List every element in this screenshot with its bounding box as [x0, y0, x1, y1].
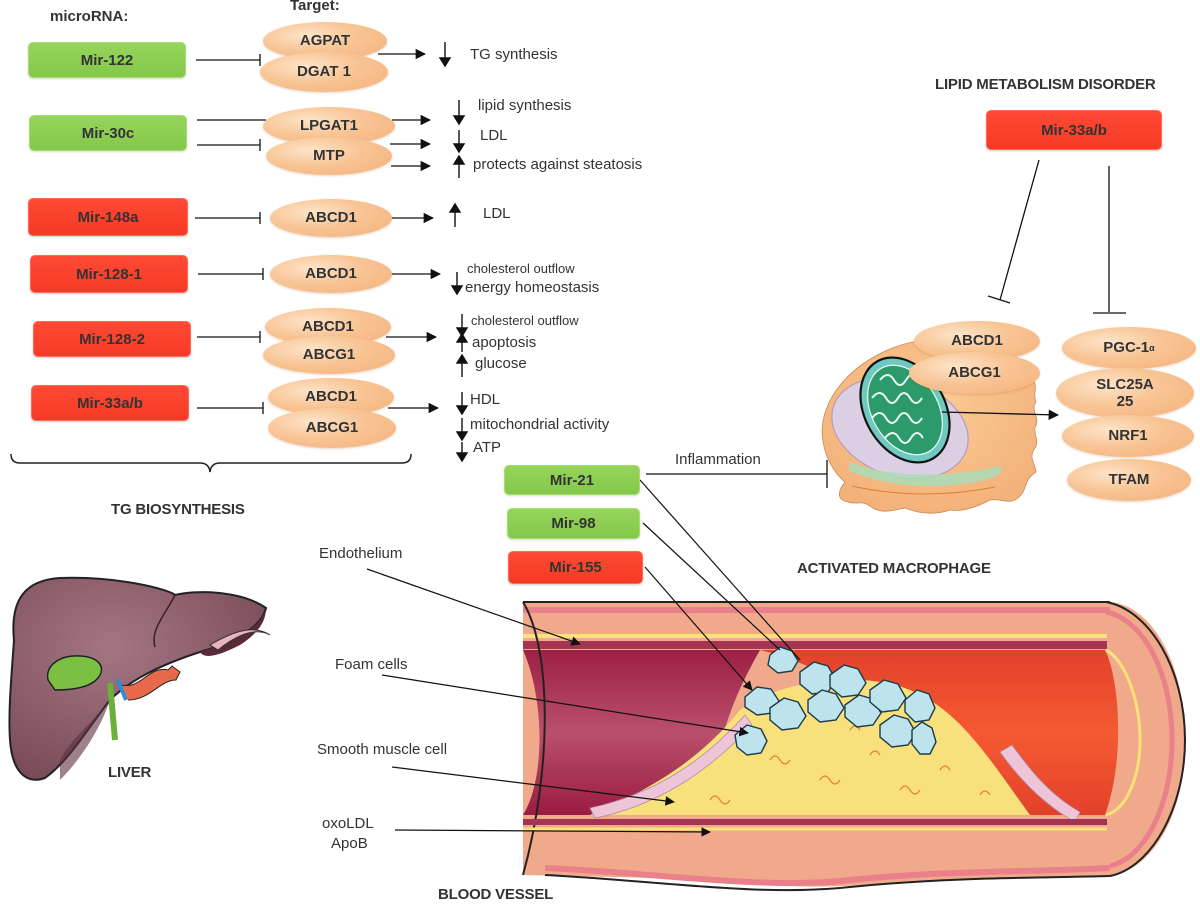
lipid-disorder-connectors [987, 159, 1126, 314]
effect-glucose: glucose [475, 355, 527, 372]
effect-ldl-down: LDL [480, 127, 508, 144]
effect-hdl: HDL [470, 391, 501, 408]
section-title-blood-vessel: BLOOD VESSEL [438, 886, 554, 903]
label-oxoldl: oxoLDL [322, 815, 374, 832]
slc25a-label-line2: 25 [1116, 393, 1134, 410]
inflammation-mirna-connectors [639, 479, 801, 691]
mirna-box-mir-128-1: Mir-128-1 [30, 255, 188, 293]
mirna-box-mir-21: Mir-21 [504, 465, 640, 495]
target-abcd1: ABCD1 [270, 199, 392, 237]
liver-illustration [8, 576, 271, 781]
target-abcd1: ABCD1 [270, 255, 392, 293]
section-title-lipid-metabolism: LIPID METABOLISM DISORDER [935, 76, 1156, 93]
mirna-box-mir-33ab-lipid: Mir-33a/b [986, 110, 1162, 150]
label-apob: ApoB [331, 835, 368, 852]
effect-energy-homeostasis: energy homeostasis [465, 279, 600, 296]
microrna-column-header: microRNA: [50, 8, 129, 25]
effect-mitochondrial-activity: mitochondrial activity [470, 416, 610, 433]
alpha-superscript: α [1149, 342, 1155, 353]
mirna-box-mir-122: Mir-122 [28, 42, 186, 78]
arrow-down-icon [455, 392, 469, 416]
macrophage-target-abcg1: ABCG1 [909, 352, 1040, 394]
arrow-up-icon [455, 353, 469, 377]
effect-arrows [438, 42, 469, 463]
arrow-down-icon [450, 272, 464, 296]
effect-cholesterol-outflow: cholesterol outflow [467, 261, 575, 276]
arrow-down-icon [455, 442, 469, 463]
effect-lipid-synthesis: lipid synthesis [478, 97, 572, 114]
mirna-box-mir-30c: Mir-30c [29, 115, 187, 151]
arrow-down-icon [452, 100, 466, 126]
inflammation-connector [646, 460, 828, 488]
target-dgat1: DGAT 1 [260, 52, 388, 92]
slc25a-label: SLC25A [1096, 375, 1154, 393]
effect-apoptosis: apoptosis [472, 334, 537, 351]
arrow-up-icon [455, 332, 469, 352]
arrow-down-icon [455, 314, 469, 338]
section-title-activated-macrophage: ACTIVATED MACROPHAGE [797, 560, 991, 577]
tg-brace [10, 453, 412, 473]
arrow-down-icon [452, 130, 466, 154]
mirna-box-mir-155: Mir-155 [508, 551, 643, 584]
arrow-up-icon [452, 154, 466, 178]
inflammation-label: Inflammation [675, 451, 761, 468]
label-smooth-muscle-cell: Smooth muscle cell [317, 741, 448, 758]
target-mtp: MTP [266, 137, 392, 175]
arrow-up-icon [448, 202, 462, 227]
effect-protects-steatosis: protects against steatosis [473, 156, 643, 173]
pgc1-label: PGC-1 [1103, 339, 1150, 357]
section-title-tg-biosynthesis: TG BIOSYNTHESIS [111, 501, 245, 518]
mito-target-slc25a25: SLC25A 25 [1056, 368, 1194, 418]
section-title-liver: LIVER [108, 764, 152, 781]
target-abcg1: ABCG1 [268, 408, 396, 448]
effect-ldl-up: LDL [483, 205, 511, 222]
arrow-down-icon [438, 42, 452, 68]
mito-target-nrf1: NRF1 [1062, 415, 1194, 457]
vessel-label-connectors [366, 568, 749, 837]
mito-target-tfam: TFAM [1067, 459, 1191, 501]
mirna-box-mir-98: Mir-98 [507, 508, 640, 539]
effect-cholesterol-outflow: cholesterol outflow [471, 313, 579, 328]
effect-atp: ATP [473, 439, 502, 456]
mirna-box-mir-128-2: Mir-128-2 [33, 321, 191, 357]
label-foam-cells: Foam cells [335, 656, 408, 673]
mirna-box-mir-33ab: Mir-33a/b [31, 385, 189, 421]
mirna-box-mir-148a: Mir-148a [28, 198, 188, 236]
target-column-header: Target: [290, 0, 340, 14]
target-abcg1: ABCG1 [263, 336, 395, 374]
label-endothelium: Endothelium [319, 545, 403, 562]
blood-vessel-illustration [522, 601, 1187, 892]
row-connectors [195, 48, 442, 414]
arrow-down-icon [455, 418, 469, 442]
effect-tg-synthesis: TG synthesis [470, 46, 558, 63]
